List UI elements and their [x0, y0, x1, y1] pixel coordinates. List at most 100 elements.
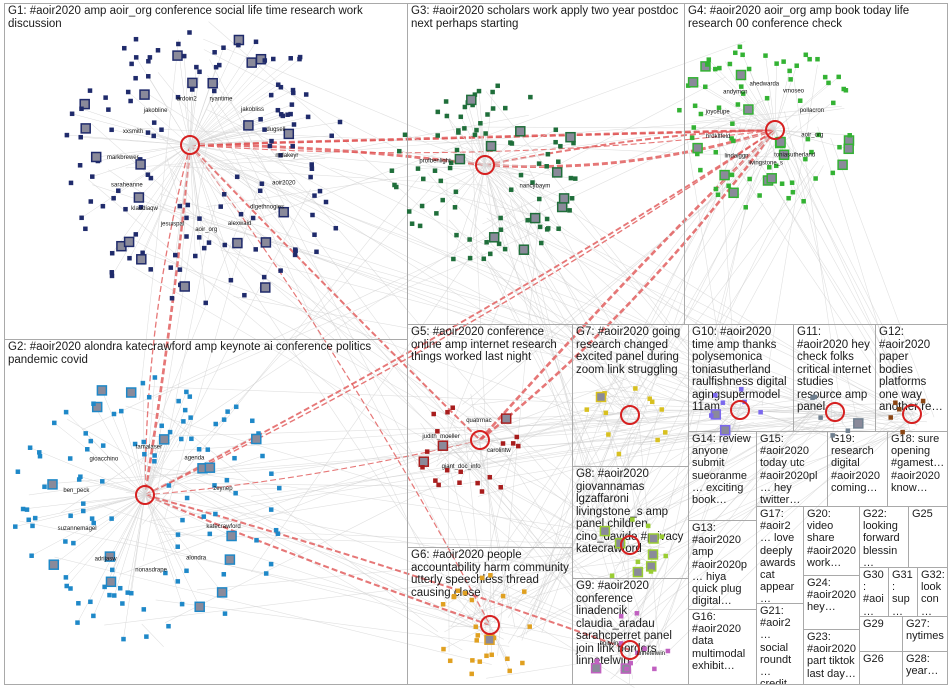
node: [184, 389, 189, 395]
node: [458, 114, 464, 120]
edge: [71, 113, 191, 146]
node: [278, 153, 283, 158]
node: [283, 128, 295, 140]
edge: [128, 91, 191, 146]
node: [236, 42, 241, 48]
edge: [189, 58, 300, 146]
edge: [206, 411, 750, 511]
node: [275, 107, 281, 113]
node: [180, 517, 185, 523]
node: [624, 666, 629, 672]
node: [169, 295, 175, 301]
edge: [144, 461, 155, 496]
node: [278, 84, 284, 90]
node: [246, 57, 257, 68]
node: [618, 613, 624, 619]
node: [83, 226, 88, 232]
edge: [244, 41, 746, 225]
node: [431, 411, 436, 417]
edge: [175, 144, 191, 256]
edge: [621, 408, 660, 571]
node: [737, 44, 743, 50]
edge: [484, 143, 513, 166]
node: [474, 127, 479, 133]
edge: [720, 143, 913, 425]
node: [764, 95, 770, 101]
node: [467, 255, 473, 261]
node: [221, 572, 227, 577]
node: [148, 267, 153, 272]
node: [138, 204, 144, 210]
node: [203, 300, 208, 306]
edge: [144, 417, 191, 496]
edge: [484, 164, 547, 167]
edge: [525, 76, 726, 182]
node: [606, 432, 611, 437]
node: [456, 130, 461, 135]
edge: [718, 107, 776, 131]
node: [830, 170, 836, 176]
node: [175, 94, 181, 100]
node: [243, 120, 254, 131]
node: [537, 224, 543, 230]
edge: [144, 494, 179, 582]
edge: [144, 494, 187, 571]
node: [520, 660, 525, 666]
edge: [484, 164, 495, 238]
edge: [435, 439, 481, 481]
edge: [101, 390, 146, 496]
edge: [493, 589, 647, 650]
edge: [164, 386, 631, 624]
node: [444, 113, 450, 119]
edge: [834, 411, 849, 431]
node: [853, 418, 864, 429]
edge: [43, 429, 741, 485]
edge: [476, 413, 816, 630]
edge: [145, 465, 630, 537]
edge: [155, 231, 537, 398]
node: [201, 245, 207, 251]
edge: [615, 415, 675, 428]
node: [163, 570, 168, 576]
node: [212, 88, 217, 94]
edge: [611, 544, 631, 576]
node: [119, 408, 124, 414]
group-label-g13: G13: #aoir2020 amp #aoir2020p… hiya quic…: [692, 522, 748, 608]
edge: [604, 393, 631, 416]
edge: [705, 86, 776, 131]
edge: [135, 57, 191, 146]
edge: [184, 483, 463, 487]
edge: [209, 59, 503, 631]
node: [224, 554, 236, 565]
node: [79, 98, 90, 110]
node: [490, 106, 496, 111]
node: [37, 453, 43, 459]
node-label: ryantime: [209, 96, 233, 102]
edge: [93, 494, 146, 616]
node: [452, 593, 457, 599]
node: [663, 430, 668, 435]
node: [438, 178, 444, 184]
edge: [484, 133, 486, 166]
node: [91, 613, 96, 619]
edge: [489, 624, 508, 659]
edge: [742, 385, 747, 401]
group-label-g31: G31: sup… exci…: [892, 569, 913, 617]
node: [920, 398, 926, 404]
node: [68, 513, 73, 519]
edge: [766, 98, 776, 131]
hub-node: [135, 485, 155, 505]
edge: [667, 413, 914, 652]
node: [440, 197, 445, 203]
node: [766, 173, 777, 184]
node: [406, 209, 412, 214]
group-panel-g23: G23: #aoir2020 part tiktok last day…: [803, 629, 860, 685]
group-panel-g6: G6: #aoir2020 people accountability harm…: [407, 547, 573, 685]
node-label: markbrewer: [107, 155, 139, 161]
node: [510, 441, 516, 446]
node: [238, 211, 244, 217]
edge: [121, 537, 477, 629]
node: [221, 417, 227, 422]
node-label: pollacron: [800, 108, 824, 114]
hub-edge: [478, 129, 776, 441]
